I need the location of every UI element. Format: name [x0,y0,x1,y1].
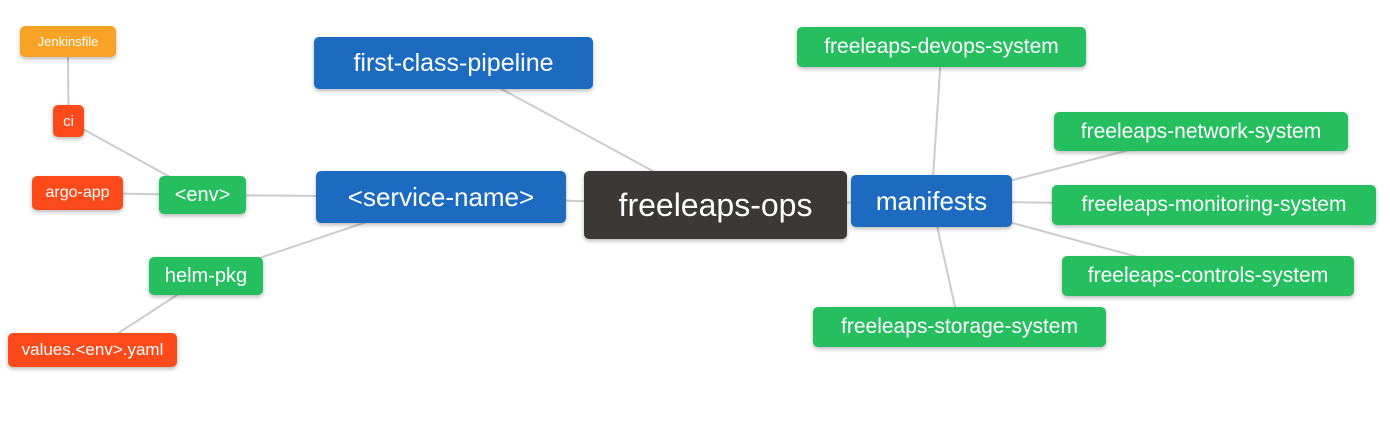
node-freeleaps-devops-system[interactable]: freeleaps-devops-system [797,27,1086,67]
node-helm-pkg[interactable]: helm-pkg [149,257,263,295]
node-label: <service-name> [347,181,535,212]
node-ci[interactable]: ci [53,105,84,137]
node-freeleaps-storage-system[interactable]: freeleaps-storage-system [813,307,1106,347]
node-label: freeleaps-devops-system [824,35,1059,58]
node-label: Jenkinsfile [37,34,99,49]
node-label: values.<env>.yaml [21,340,164,359]
node-freeleaps-controls-system[interactable]: freeleaps-controls-system [1062,256,1354,296]
node-label: freeleaps-controls-system [1087,264,1329,287]
node-service-name[interactable]: <service-name> [316,171,566,223]
node-label: <env> [174,183,231,206]
node-freeleaps-network-system[interactable]: freeleaps-network-system [1054,112,1348,151]
node-freeleaps-monitoring-system[interactable]: freeleaps-monitoring-system [1052,185,1376,225]
node-label: helm-pkg [164,264,248,287]
node-freeleaps-ops[interactable]: freeleaps-ops [584,171,847,239]
node-label: argo-app [45,184,110,201]
node-label: freeleaps-storage-system [841,315,1078,338]
node-label: freeleaps-network-system [1080,119,1322,143]
node-first-class-pipeline[interactable]: first-class-pipeline [314,37,593,89]
node-label: freeleaps-ops [618,186,813,223]
node-label: manifests [875,185,988,216]
node-label: freeleaps-monitoring-system [1081,193,1347,216]
node-jenkinsfile[interactable]: Jenkinsfile [20,26,116,57]
node-label: ci [63,112,74,130]
node-values-env-yaml[interactable]: values.<env>.yaml [8,333,177,367]
node-argo-app[interactable]: argo-app [32,176,123,210]
node-env[interactable]: <env> [159,176,246,214]
node-manifests[interactable]: manifests [851,175,1012,227]
node-label: first-class-pipeline [353,48,554,77]
